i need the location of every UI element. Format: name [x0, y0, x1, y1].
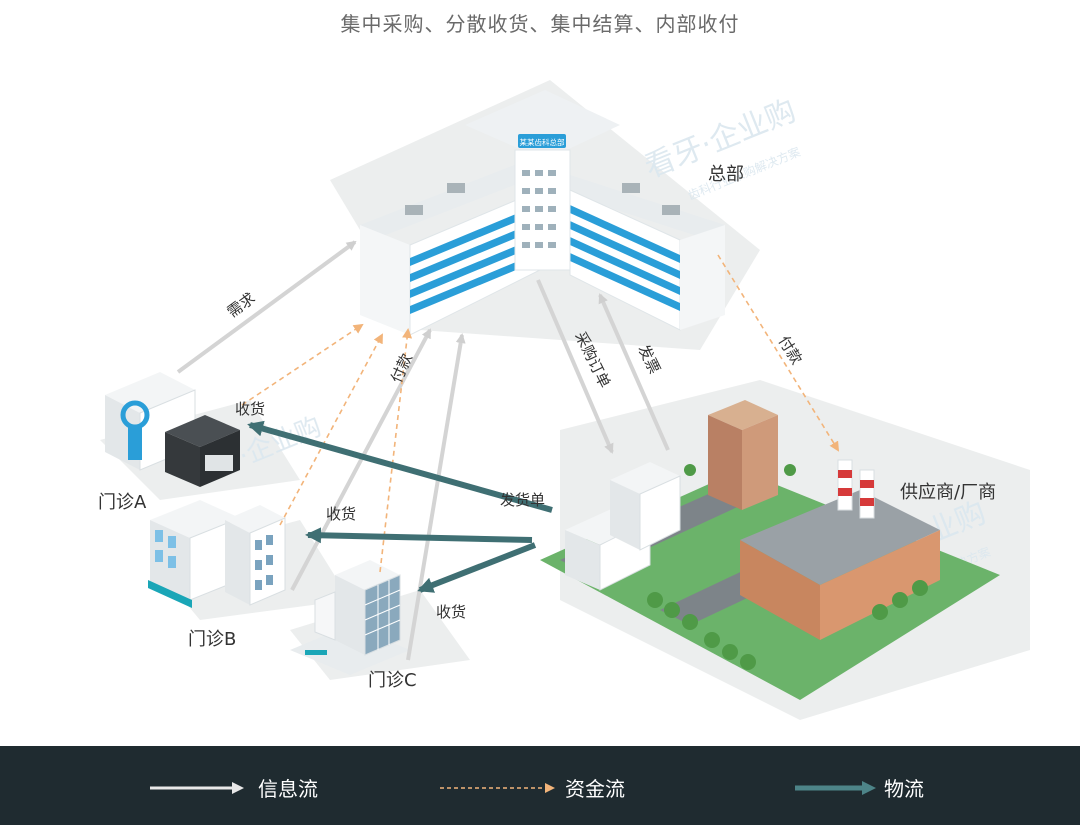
label-ship-note: 发货单	[500, 491, 545, 509]
supplier-label: 供应商/厂商	[900, 482, 996, 503]
goods-flow-arrows	[247, 420, 553, 593]
goods-arrow-clinic-a	[247, 420, 553, 513]
clinic-b-building	[148, 500, 286, 608]
legend-bar	[0, 746, 1080, 825]
node-labels: 总部 供应商/厂商 门诊A 门诊B 门诊C	[98, 164, 996, 691]
legend-goods-label: 物流	[884, 777, 924, 801]
label-pay-supplier: 付款	[775, 333, 806, 368]
legend-goods-arrowhead	[862, 781, 876, 795]
hq-label: 总部	[708, 164, 744, 185]
goods-arrow-clinic-b	[305, 527, 533, 544]
money-flow-arrows	[241, 254, 840, 573]
goods-arrow-clinic-c	[417, 542, 537, 593]
clinic-c-building	[290, 560, 410, 675]
legend-money-label: 资金流	[565, 777, 625, 801]
info-arrow-clinic-c	[406, 333, 466, 661]
clinic-b-label: 门诊B	[188, 629, 236, 650]
legend-money-arrowhead	[545, 783, 555, 793]
legend-info-arrowhead	[232, 782, 244, 794]
money-arrow-clinic-c	[379, 328, 413, 573]
money-arrow-clinic-a	[241, 323, 364, 406]
label-receive-a: 收货	[235, 400, 265, 418]
page-title: 集中采购、分散收货、集中结算、内部收付	[340, 12, 740, 36]
info-arrow-invoice	[598, 293, 670, 451]
info-arrow-purchase-order	[536, 279, 614, 454]
hq-sign: 某某齿科总部	[520, 137, 565, 147]
info-arrow-clinic-b	[290, 328, 432, 591]
clinic-a-building	[105, 372, 240, 487]
clinic-c-label: 门诊C	[368, 670, 417, 691]
hq-building: 某某齿科总部	[360, 90, 725, 336]
money-arrow-supplier	[717, 254, 840, 452]
label-receive-b: 收货	[326, 505, 356, 523]
supplier-complex	[540, 400, 1000, 700]
label-receive-c: 收货	[436, 603, 466, 621]
clinic-a-label: 门诊A	[98, 492, 147, 513]
legend-symbols	[150, 781, 876, 795]
legend-info-label: 信息流	[258, 777, 318, 801]
flow-diagram: 看牙·企业购 齿科行业采购解决方案 看牙·企业购 看牙·企业购 齿科行业采购解决…	[98, 80, 1030, 720]
info-flow-arrows	[176, 240, 670, 661]
info-arrow-demand	[176, 240, 357, 374]
